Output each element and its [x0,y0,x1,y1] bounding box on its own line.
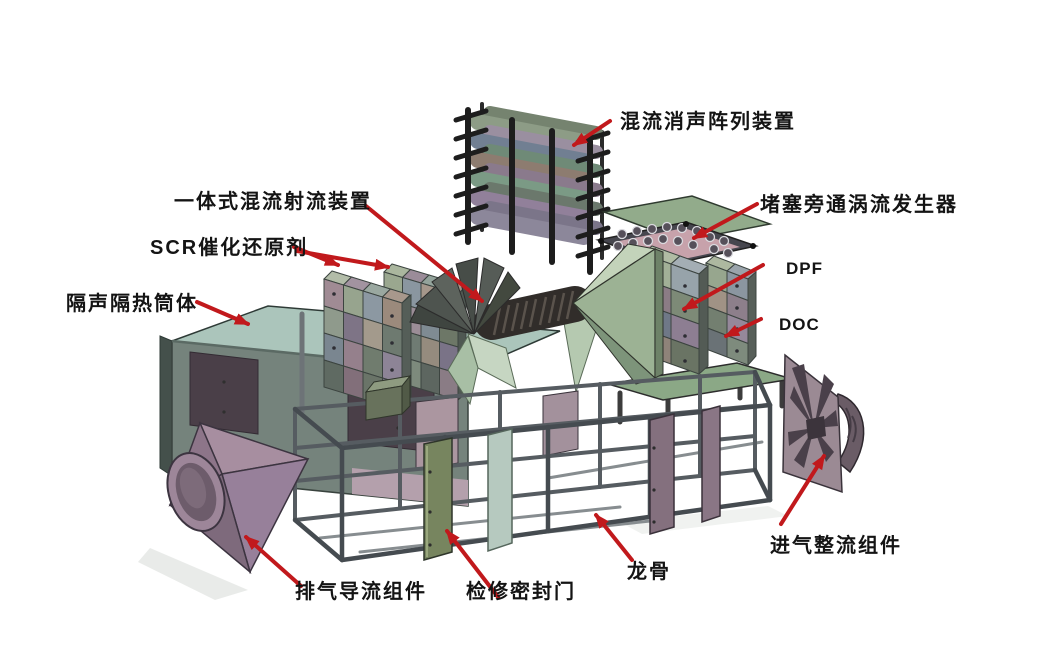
label-exhaust-guide: 排气导流组件 [295,579,427,603]
arrow-vortex-generator [692,202,759,240]
silencer-array-model [453,102,611,275]
arrow-dpf [682,263,765,311]
arrow-silencer-array [572,119,612,147]
label-keel: 龙骨 [627,559,671,583]
junction-box [364,374,412,421]
intake-rectifier-model [782,353,865,494]
label-access-door: 检修密封门 [466,579,576,603]
scr-wall-left [323,270,412,412]
label-scr-catalyst: SCR催化还原剂 [150,235,308,259]
arrow-enclosure [195,300,250,326]
arrow-access-door [445,529,500,599]
label-silencer-array: 混流消声阵列装置 [620,109,796,133]
label-vortex-generator: 堵塞旁通涡流发生器 [760,192,958,216]
arrow-doc [724,317,763,338]
label-enclosure: 隔声隔热筒体 [66,291,198,315]
mixing-funnel-model [474,243,664,393]
label-jet-device: 一体式混流射流装置 [174,189,372,213]
label-intake-rectifier: 进气整流组件 [770,533,902,557]
annotation-labels: 混流消声阵列装置 一体式混流射流装置 SCR催化还原剂 隔声隔热筒体 堵塞旁通涡… [66,109,958,603]
arrow-exhaust-guide [244,535,303,588]
arrow-jet-device [364,204,484,303]
label-doc: DOC [779,315,820,334]
access-door-panels [423,405,721,561]
exhaust-guide-funnel-model [166,420,310,575]
arrow-intake-rectifier [779,454,826,526]
label-dpf: DPF [786,259,823,278]
arrow-keel [594,513,634,562]
annotation-arrows [195,119,826,599]
arrow-scr-right [295,249,390,271]
